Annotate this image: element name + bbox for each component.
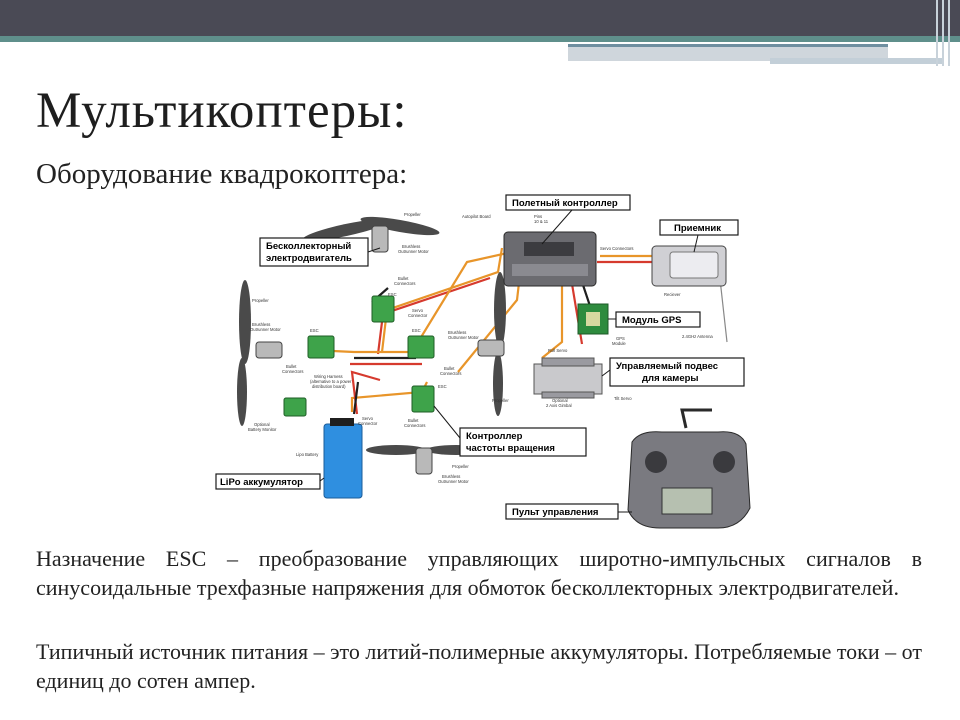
svg-text:Bullet: Bullet bbox=[444, 366, 455, 371]
svg-text:Connector: Connector bbox=[408, 313, 428, 318]
svg-text:Outrunner Motor: Outrunner Motor bbox=[438, 479, 469, 484]
svg-text:Приемник: Приемник bbox=[674, 223, 721, 234]
svg-text:Propeller: Propeller bbox=[492, 398, 509, 403]
callout-remote: Пульт управления bbox=[505, 503, 619, 520]
svg-text:Module: Module bbox=[612, 341, 626, 346]
slide-subtitle: Оборудование квадрокоптера: bbox=[36, 158, 408, 190]
component-small-labels: Autopilot Board Pins 10 & 11 Servo Conne… bbox=[248, 212, 713, 484]
gps-module bbox=[577, 303, 609, 335]
decor-line bbox=[936, 0, 938, 66]
svg-text:Connectors: Connectors bbox=[404, 423, 425, 428]
svg-text:Pins: Pins bbox=[534, 214, 542, 219]
esc-purpose-paragraph: Назначение ESC – преобразование управляю… bbox=[36, 546, 922, 600]
lipo-battery bbox=[323, 418, 363, 499]
svg-text:Servo: Servo bbox=[362, 416, 374, 421]
callout-pointers bbox=[319, 209, 699, 513]
top-accent-band bbox=[0, 36, 960, 42]
svg-text:Optional: Optional bbox=[552, 398, 568, 403]
svg-text:LiPo аккумулятор: LiPo аккумулятор bbox=[220, 477, 303, 488]
callout-receiver: Приемник bbox=[659, 219, 739, 236]
svg-text:Bullet: Bullet bbox=[286, 364, 297, 369]
svg-text:Управляемый подвес: Управляемый подвес bbox=[616, 361, 718, 372]
top-bar bbox=[0, 0, 960, 42]
esc-boards bbox=[283, 295, 435, 417]
svg-text:Propeller: Propeller bbox=[404, 212, 421, 217]
callout-gps: Модуль GPS bbox=[615, 311, 701, 328]
svg-text:distribution board): distribution board) bbox=[312, 384, 346, 389]
svg-text:Battery Monitor: Battery Monitor bbox=[248, 427, 277, 432]
camera-gimbal bbox=[533, 357, 603, 399]
svg-text:Servo Connectors: Servo Connectors bbox=[600, 246, 634, 251]
decor-line bbox=[942, 0, 944, 66]
svg-text:Bullet: Bullet bbox=[398, 276, 409, 281]
svg-text:Propeller: Propeller bbox=[252, 298, 269, 303]
svg-text:10 & 11: 10 & 11 bbox=[534, 219, 549, 224]
callout-flight-controller: Полетный контроллер bbox=[505, 194, 631, 211]
svg-text:Полетный контроллер: Полетный контроллер bbox=[512, 198, 618, 209]
remote-controller bbox=[627, 408, 751, 529]
svg-text:Connectors: Connectors bbox=[394, 281, 415, 286]
svg-text:Reciever: Reciever bbox=[664, 292, 681, 297]
header-decoration bbox=[568, 44, 888, 61]
svg-text:электродвигатель: электродвигатель bbox=[266, 253, 352, 264]
svg-text:Модуль GPS: Модуль GPS bbox=[622, 315, 681, 326]
svg-text:Autopilot Board: Autopilot Board bbox=[462, 214, 491, 219]
svg-text:ESC: ESC bbox=[412, 328, 421, 333]
svg-text:Servo: Servo bbox=[412, 308, 424, 313]
callout-brushless-motor: Бесколлекторный электродвигатель bbox=[259, 237, 369, 267]
svg-text:Propeller: Propeller bbox=[452, 464, 469, 469]
flight-controller bbox=[503, 231, 597, 287]
decor-line bbox=[948, 0, 950, 66]
svg-text:ESC: ESC bbox=[388, 292, 397, 297]
svg-text:Outrunner Motor: Outrunner Motor bbox=[250, 327, 281, 332]
svg-text:Wiring Harness: Wiring Harness bbox=[314, 374, 343, 379]
svg-text:2.4GHz Antenna: 2.4GHz Antenna bbox=[682, 334, 713, 339]
svg-text:Connectors: Connectors bbox=[440, 371, 461, 376]
svg-text:Бесколлекторный: Бесколлекторный bbox=[266, 241, 351, 252]
power-source-paragraph: Типичный источник питания – это литий-по… bbox=[36, 639, 922, 693]
svg-text:Connectors: Connectors bbox=[282, 369, 303, 374]
svg-text:Outrunner Motor: Outrunner Motor bbox=[448, 335, 479, 340]
svg-text:Brushless: Brushless bbox=[252, 322, 270, 327]
callout-esc: Контроллер частоты вращения bbox=[459, 427, 587, 457]
svg-text:Brushless: Brushless bbox=[402, 244, 420, 249]
svg-text:Bullet: Bullet bbox=[408, 418, 419, 423]
header-decoration-strip bbox=[770, 58, 942, 64]
callout-gimbal: Управляемый подвес для камеры bbox=[609, 357, 745, 387]
diagram-canvas: Полетный контроллер Бесколлекторный элек… bbox=[215, 194, 751, 529]
motors bbox=[255, 225, 505, 475]
svg-text:Контроллер: Контроллер bbox=[466, 431, 523, 442]
svg-text:Tilt Servo: Tilt Servo bbox=[614, 396, 632, 401]
svg-text:частоты вращения: частоты вращения bbox=[466, 443, 555, 454]
svg-text:Outrunner Motor: Outrunner Motor bbox=[398, 249, 429, 254]
svg-text:Пульт управления: Пульт управления bbox=[512, 507, 598, 518]
svg-text:GPS: GPS bbox=[616, 336, 625, 341]
slide-title: Мультикоптеры: bbox=[36, 83, 408, 139]
receiver bbox=[651, 245, 727, 287]
svg-text:(alternative to a power: (alternative to a power bbox=[310, 379, 352, 384]
quadcopter-wiring-diagram: Полетный контроллер Бесколлекторный элек… bbox=[212, 192, 760, 534]
svg-text:Roll Servo: Roll Servo bbox=[548, 348, 568, 353]
svg-text:Optional: Optional bbox=[254, 422, 270, 427]
svg-text:ESC: ESC bbox=[310, 328, 319, 333]
svg-text:ESC: ESC bbox=[438, 384, 447, 389]
svg-text:2 Axis Gimbal: 2 Axis Gimbal bbox=[546, 403, 572, 408]
callout-battery: LiPo аккумулятор bbox=[215, 473, 321, 490]
svg-text:Brushless: Brushless bbox=[442, 474, 460, 479]
svg-text:Brushless: Brushless bbox=[448, 330, 466, 335]
svg-text:Connector: Connector bbox=[358, 421, 378, 426]
svg-text:Lipo Battery: Lipo Battery bbox=[296, 452, 319, 457]
svg-text:для камеры: для камеры bbox=[642, 373, 699, 384]
